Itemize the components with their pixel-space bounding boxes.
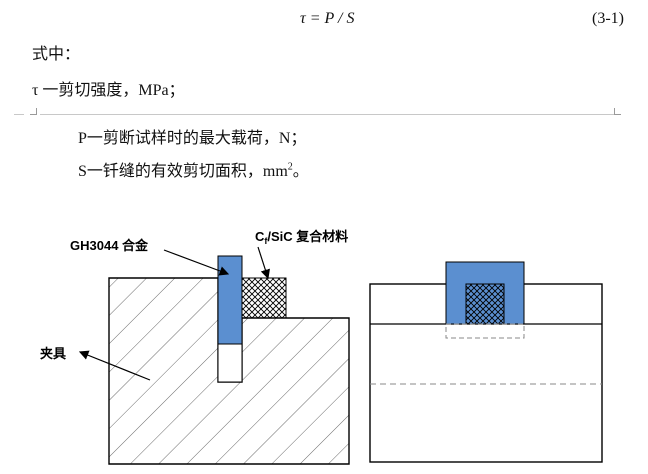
shear-strength-equation: τ = P / S	[300, 10, 355, 27]
composite-label-rest: /SiC 复合材料	[267, 229, 348, 244]
page-break-line	[40, 114, 614, 115]
margin-corner-right	[614, 108, 621, 115]
s-definition-text: S一钎缝的有效剪切面积，mm	[78, 163, 288, 180]
s-definition-end: 。	[292, 163, 309, 180]
composite-label-sub: f	[264, 236, 268, 246]
composite-label-c: C	[255, 229, 265, 244]
fixture-leader-arrow	[78, 350, 151, 381]
composite-leader-arrow	[257, 246, 270, 280]
p-definition: P一剪断试样时的最大载荷，N；	[78, 130, 307, 147]
tau-definition: τ 一剪切强度，MPa；	[32, 82, 185, 99]
s-definition-exponent: 2	[287, 161, 293, 173]
where-label: 式中：	[32, 46, 81, 63]
alloy-bar	[217, 255, 243, 345]
alloy-bar-lower	[217, 343, 243, 383]
alloy-label: GH3044 合金	[70, 238, 149, 253]
alloy-cross-section-hidden	[445, 323, 525, 339]
page-break-left	[14, 114, 24, 115]
equation-number: (3-1)	[592, 10, 624, 27]
margin-corner-left	[30, 108, 37, 115]
alloy-leader-arrow	[163, 249, 230, 276]
composite-block	[241, 277, 287, 319]
fixture-label: 夹具	[40, 346, 66, 361]
composite-label: Cf/SiC 复合材料	[255, 229, 348, 246]
s-definition: S一钎缝的有效剪切面积，mm2。	[78, 157, 309, 181]
composite-cross-section	[465, 283, 505, 325]
